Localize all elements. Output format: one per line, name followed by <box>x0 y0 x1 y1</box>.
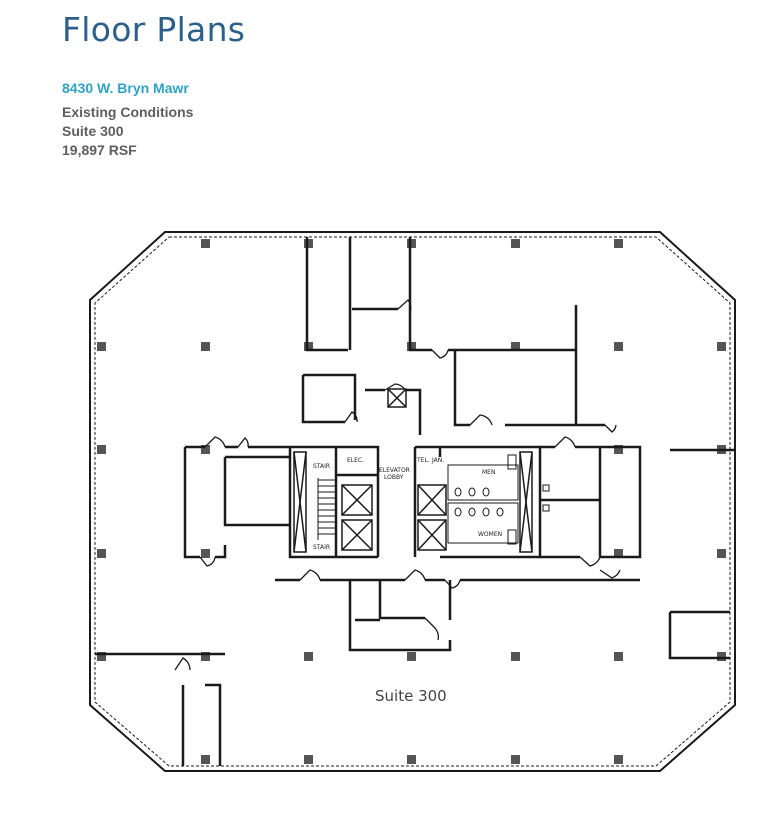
building-shell <box>89 231 736 772</box>
door-swings <box>174 299 621 671</box>
interior-walls <box>95 237 735 766</box>
room-label-women: WOMEN <box>478 531 502 538</box>
room-label-lobby: LOBBY <box>384 474 404 481</box>
property-address: 8430 W. Bryn Mawr <box>62 80 189 96</box>
suite-label: Suite 300 <box>375 687 447 705</box>
room-label-elec: ELEC. <box>347 457 364 464</box>
room-label-jan: JAN. <box>431 457 444 464</box>
room-label-tel: TEL. <box>416 457 430 464</box>
detail-suite: Suite 300 <box>62 123 124 139</box>
stair-treads <box>317 478 336 540</box>
detail-condition: Existing Conditions <box>62 104 194 120</box>
detail-rsf: 19,897 RSF <box>62 142 137 158</box>
structural-columns <box>97 239 726 764</box>
room-label-stair-top: STAIR <box>313 463 330 470</box>
room-label-stair-bottom: STAIR <box>313 544 330 551</box>
restroom-fixtures <box>447 454 550 545</box>
room-label-elevator: ELEVATOR <box>379 467 410 474</box>
page-title: Floor Plans <box>62 10 246 49</box>
room-label-men: MEN <box>482 469 495 476</box>
room-labels: STAIR STAIR ELEC. ELEVATOR LOBBY TEL. JA… <box>313 457 502 551</box>
elevator-shafts <box>293 388 533 553</box>
